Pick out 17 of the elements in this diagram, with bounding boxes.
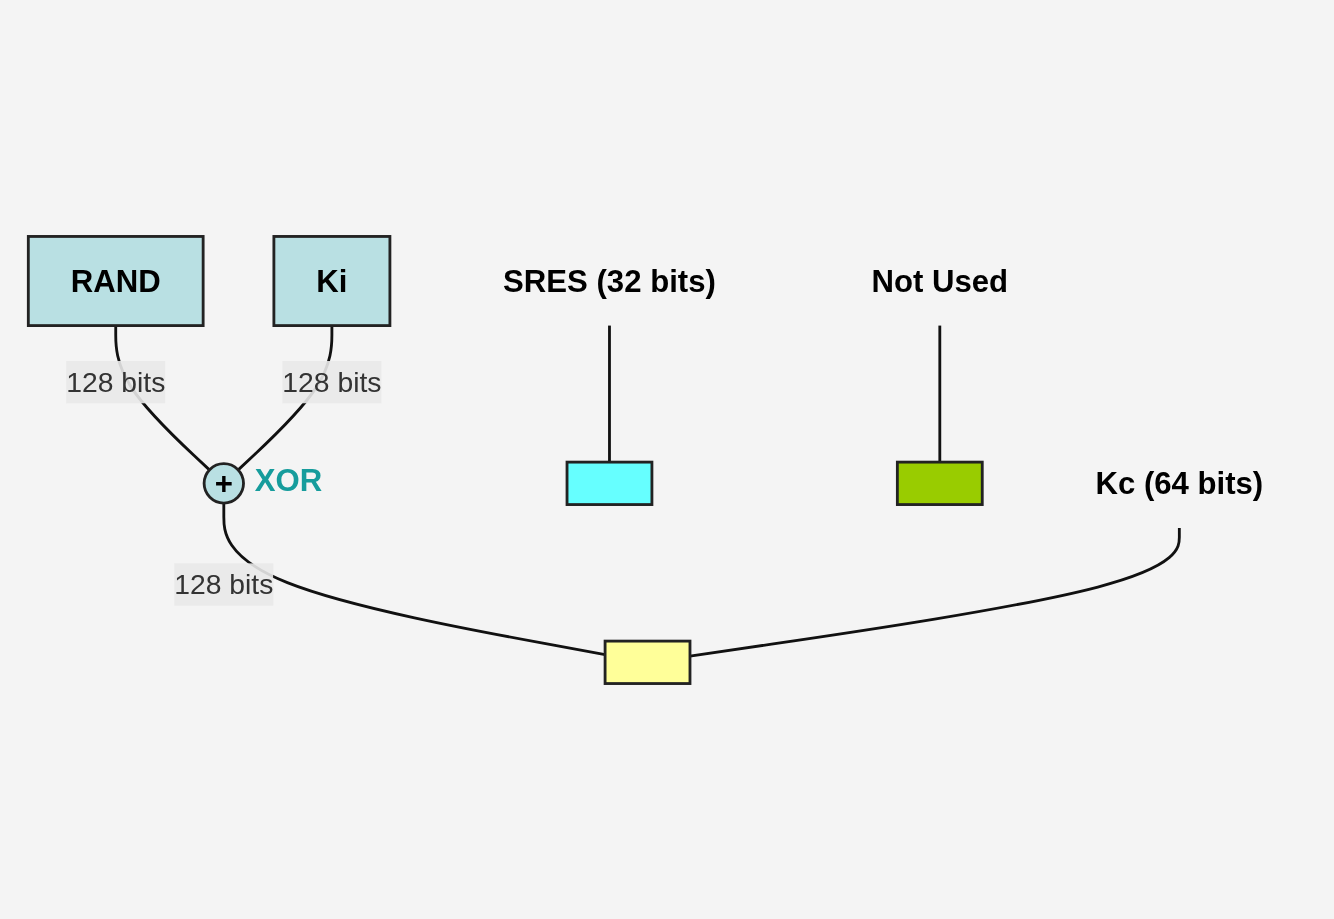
node-box: RAND — [26, 234, 205, 327]
node-box: Ki — [272, 234, 392, 327]
node-circle: + — [202, 461, 245, 504]
connector — [938, 325, 942, 462]
node-box — [565, 460, 654, 506]
node-text: SRES (32 bits) — [503, 262, 716, 299]
edge-label: 128 bits — [174, 568, 274, 600]
node-text: Not Used — [871, 262, 1009, 299]
node-box — [603, 639, 692, 685]
node-text: Kc (64 bits) — [1095, 465, 1264, 501]
node-box — [895, 460, 984, 506]
edge-label: 128 bits — [282, 366, 382, 398]
connector — [608, 325, 611, 462]
connector — [689, 527, 1181, 658]
connector — [222, 502, 606, 656]
edge-label: 128 bits — [66, 366, 166, 398]
operator-label: XOR — [254, 462, 323, 498]
